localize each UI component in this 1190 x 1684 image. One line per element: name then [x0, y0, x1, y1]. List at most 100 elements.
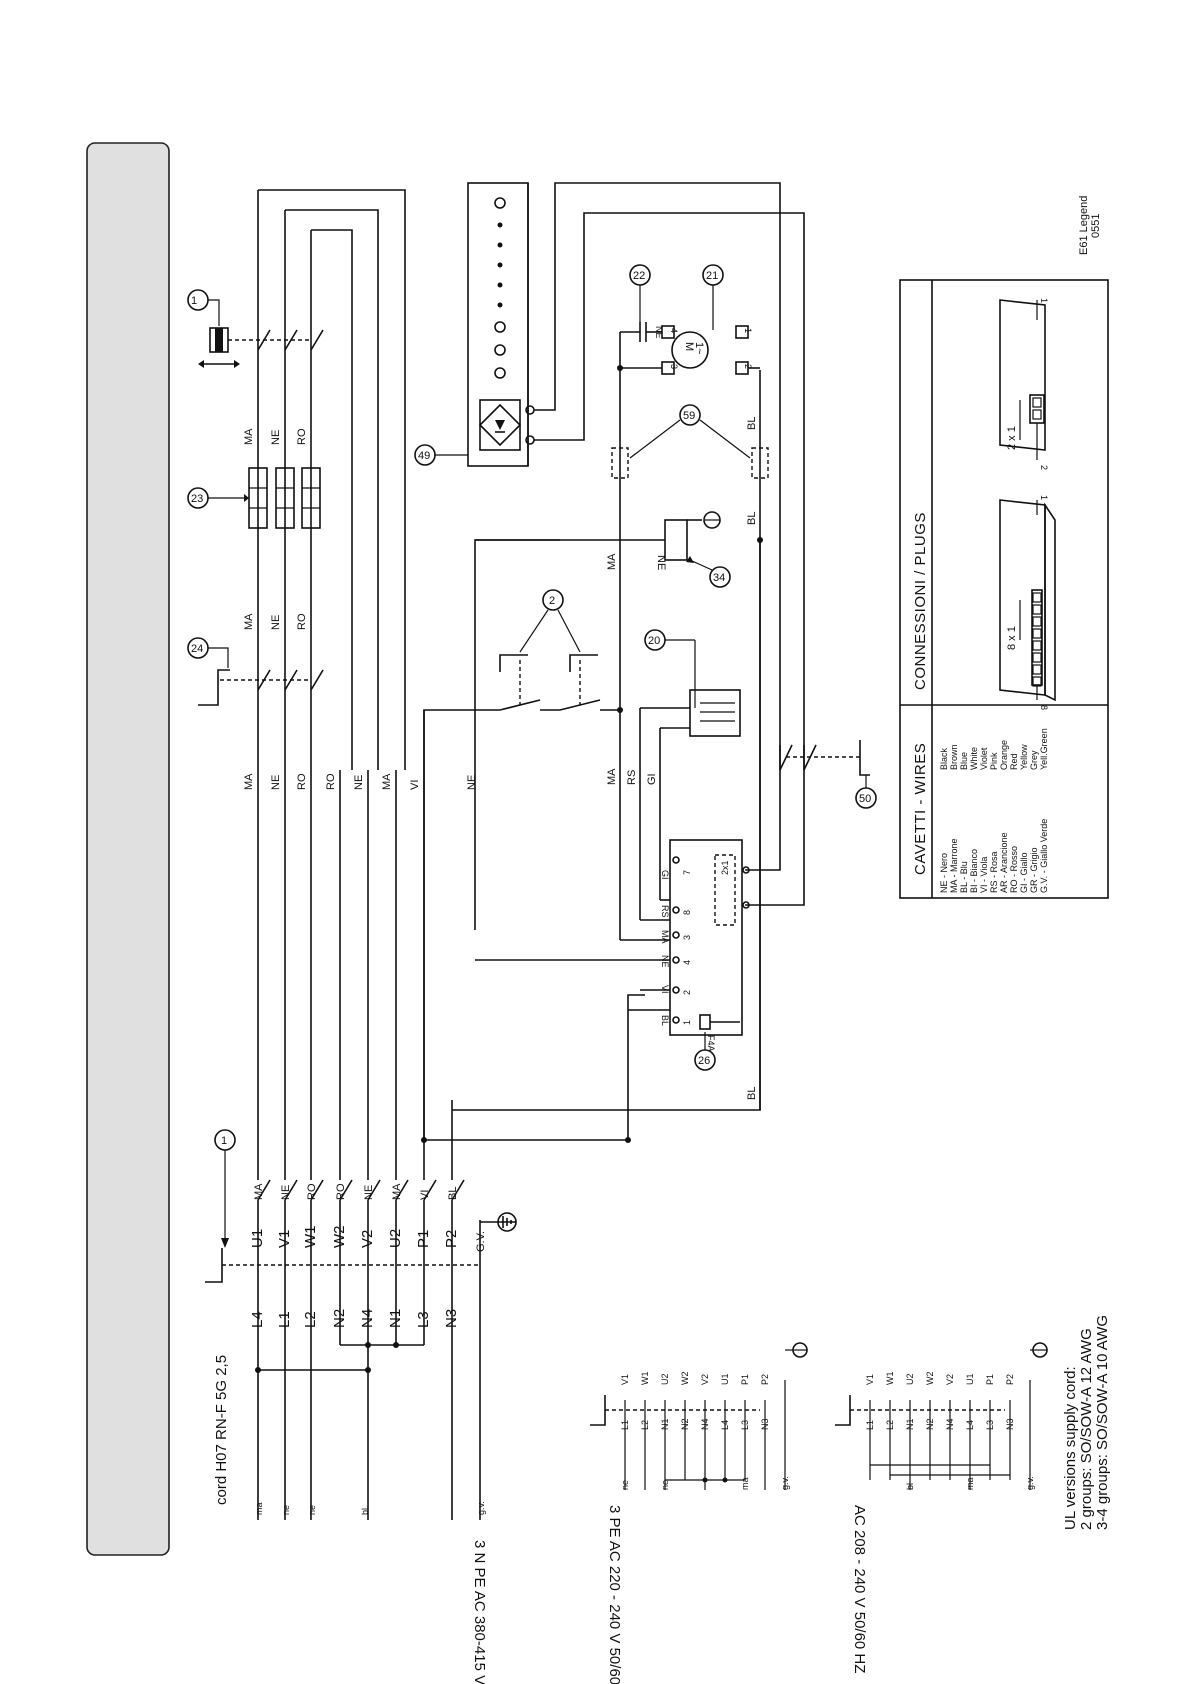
- svg-text:8 x 1: 8 x 1: [1006, 626, 1018, 650]
- terminal-in-n3: N3: [443, 1309, 460, 1328]
- main-terminal-out-labels: U1 V1 W1 W2 V2 U2 P1 P2 G.V.: [249, 1226, 487, 1253]
- svg-text:V1: V1: [865, 1374, 875, 1385]
- svg-text:RO: RO: [325, 773, 337, 790]
- svg-text:White: White: [969, 747, 979, 770]
- svg-text:2x1: 2x1: [720, 860, 730, 875]
- bl-wire: BL BL BL: [746, 370, 763, 1110]
- svg-text:ma: ma: [254, 1502, 264, 1515]
- svg-text:UL versions supply cord:: UL versions supply cord:: [1062, 1366, 1079, 1530]
- svg-text:BL - Blu: BL - Blu: [959, 861, 969, 893]
- svg-text:MA: MA: [243, 428, 255, 445]
- pcb-box-49: 49: [414, 182, 805, 770]
- terminal-in-l4: L4: [249, 1311, 266, 1328]
- cord-label: cord H07 RN-F 5G 2,5: [213, 1355, 230, 1505]
- svg-text:50: 50: [859, 793, 871, 805]
- switch-50: 50: [745, 740, 877, 906]
- svg-text:GR - Grigio: GR - Grigio: [1029, 847, 1039, 893]
- svg-text:N3: N3: [1005, 1418, 1015, 1430]
- svg-text:2: 2: [549, 595, 555, 607]
- svg-text:NE: NE: [270, 430, 282, 445]
- svg-text:ma: ma: [740, 1477, 750, 1490]
- terminal-in-l1: L1: [276, 1311, 293, 1328]
- svg-text:2: 2: [1039, 465, 1049, 470]
- svg-text:NE: NE: [270, 775, 282, 790]
- svg-text:L2: L2: [640, 1420, 650, 1430]
- svg-text:MA: MA: [243, 613, 255, 630]
- svg-text:Yellow: Yellow: [1019, 744, 1029, 770]
- svg-text:bl: bl: [360, 1508, 370, 1515]
- svg-text:RO - Rosso: RO - Rosso: [1009, 846, 1019, 893]
- main-supply-label: 3 N PE AC 380-415 V 50/60 HZ: [471, 1540, 488, 1684]
- svg-text:W2: W2: [925, 1372, 935, 1386]
- svg-text:L2: L2: [885, 1420, 895, 1430]
- terminal-out-gv: G.V.: [475, 1231, 487, 1252]
- svg-text:59: 59: [683, 410, 695, 422]
- svg-text:L4: L4: [965, 1420, 975, 1430]
- svg-text:20: 20: [648, 635, 660, 647]
- svg-text:MA: MA: [606, 768, 618, 785]
- svg-text:RS - Rosa: RS - Rosa: [989, 851, 999, 893]
- svg-text:ma: ma: [965, 1477, 975, 1490]
- svg-text:M: M: [683, 342, 695, 351]
- svg-text:RO: RO: [306, 1183, 318, 1200]
- svg-text:Brown: Brown: [949, 744, 959, 770]
- svg-text:0551: 0551: [1090, 214, 1102, 238]
- svg-text:GI - Giallo: GI - Giallo: [1019, 852, 1029, 893]
- svg-text:GI: GI: [660, 870, 670, 880]
- svg-text:g.v.: g.v.: [780, 1476, 790, 1490]
- plug-2x1-drawing: 2 x 1 1 2: [999, 298, 1049, 470]
- svg-text:BL: BL: [447, 1187, 459, 1200]
- svg-text:7: 7: [682, 870, 692, 875]
- plug-59: 59: [611, 404, 769, 479]
- terminal-out-v2: V2: [359, 1230, 376, 1248]
- svg-text:8: 8: [682, 910, 692, 915]
- component-34: NE 34: [475, 511, 731, 588]
- svg-text:N2: N2: [925, 1418, 935, 1430]
- alt-diagram-220: L1 L2 N1 N2 N4 L4 L3 N3 V1 W1 U2 W2 V2 U…: [590, 1342, 808, 1684]
- terminal-in-n4: N4: [359, 1309, 376, 1328]
- svg-text:N1: N1: [905, 1418, 915, 1430]
- contactor-24: 23: [187, 467, 321, 529]
- legend-box: CAVETTI - WIRES CONNESSIONI / PLUGS NE -…: [899, 279, 1109, 899]
- svg-text:1~: 1~: [693, 342, 705, 355]
- main-supply-wires: [255, 1200, 481, 1520]
- svg-text:NE: NE: [655, 555, 667, 570]
- svg-text:22: 22: [633, 270, 645, 282]
- svg-text:RO: RO: [296, 613, 308, 630]
- main-conductor-labels: ma ne ne bl g.v.: [254, 1501, 486, 1515]
- svg-text:L1: L1: [620, 1420, 630, 1430]
- svg-text:NE: NE: [363, 1185, 375, 1200]
- svg-text:P1: P1: [740, 1374, 750, 1385]
- svg-text:MA: MA: [253, 1183, 265, 1200]
- svg-text:8: 8: [1039, 705, 1049, 710]
- svg-text:1: 1: [743, 328, 753, 333]
- terminal-in-n1: N1: [387, 1309, 404, 1328]
- terminal-out-p1: P1: [415, 1230, 432, 1248]
- svg-text:2 x 1: 2 x 1: [1006, 426, 1018, 450]
- svg-text:P1: P1: [985, 1374, 995, 1385]
- svg-text:2 groups: SO/SOW-A 12 AWG: 2 groups: SO/SOW-A 12 AWG: [1078, 1328, 1095, 1530]
- svg-text:BL: BL: [746, 512, 758, 525]
- callout-1: 1: [214, 1129, 236, 1248]
- svg-text:U2: U2: [905, 1373, 915, 1385]
- top-wire-labels: MA NE RO MA NE RO MA NE RO RO NE MA VI N…: [243, 428, 478, 790]
- svg-text:Black: Black: [939, 747, 949, 770]
- svg-text:Red: Red: [1009, 753, 1019, 770]
- switch-23: 1: [187, 289, 324, 368]
- svg-text:2: 2: [743, 364, 753, 369]
- terminal-in-l2: L2: [302, 1311, 319, 1328]
- svg-text:N2: N2: [680, 1418, 690, 1430]
- svg-text:GI: GI: [646, 773, 658, 785]
- svg-text:24: 24: [191, 643, 203, 655]
- control-branch-wires: [421, 539, 761, 1143]
- svg-text:N4: N4: [700, 1418, 710, 1430]
- svg-text:VI: VI: [660, 985, 670, 994]
- wires-legend-list: NE - Nero MA - Marrone BL - Blu BI - Bia…: [939, 728, 1049, 893]
- svg-text:NE: NE: [280, 1185, 292, 1200]
- svg-text:W2: W2: [680, 1372, 690, 1386]
- svg-text:P2: P2: [760, 1374, 770, 1385]
- svg-text:BL: BL: [746, 1087, 758, 1100]
- svg-text:1: 1: [1039, 495, 1049, 500]
- switch-2: 2: [499, 589, 623, 713]
